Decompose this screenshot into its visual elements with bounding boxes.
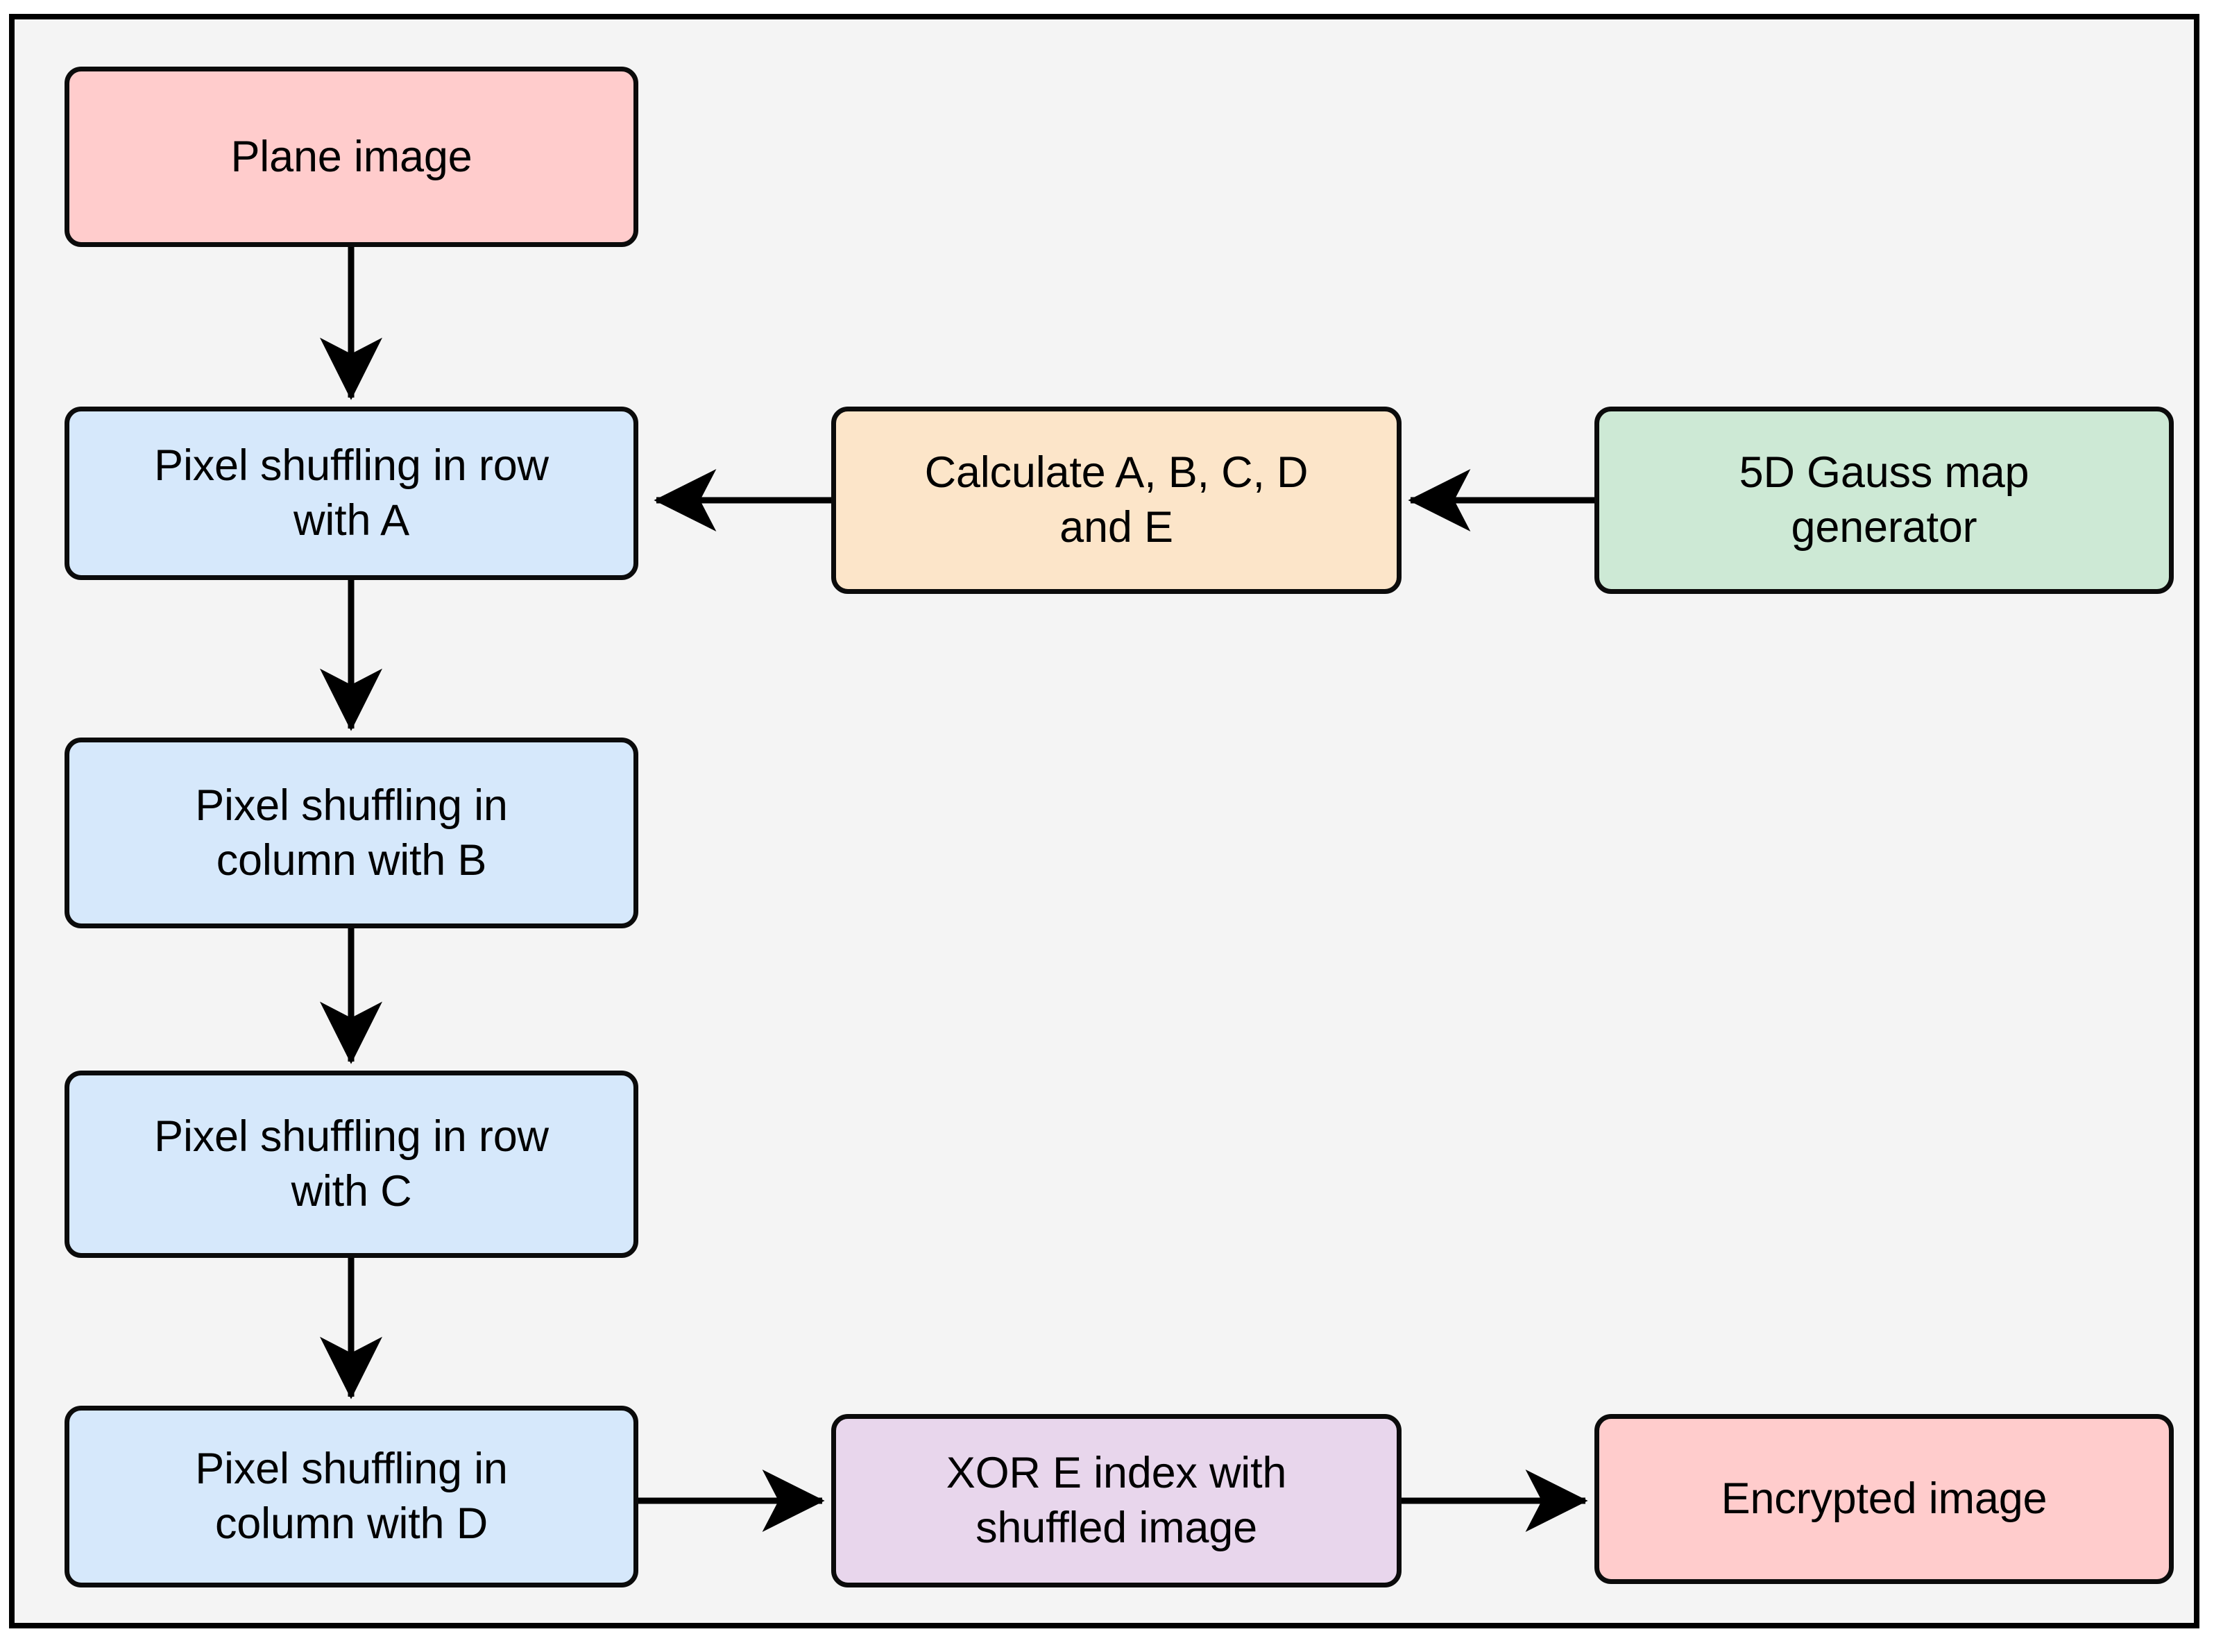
node-pixel-shuffling-column-b[interactable]: Pixel shuffling in column with B (65, 738, 638, 928)
node-gauss-map-generator[interactable]: 5D Gauss map generator (1594, 407, 2174, 594)
node-gauss-map-generator-label: 5D Gauss map generator (1739, 448, 2029, 552)
flowchart-canvas: Plane image Pixel shuffling in row with … (9, 14, 2199, 1628)
node-pixel-shuffling-column-d[interactable]: Pixel shuffling in column with D (65, 1406, 638, 1587)
node-pixel-shuffling-row-a[interactable]: Pixel shuffling in row with A (65, 407, 638, 580)
node-pixel-shuffling-row-c-label: Pixel shuffling in row with C (154, 1112, 549, 1216)
node-plane-image-label: Plane image (230, 132, 472, 181)
node-calculate-abcde-label: Calculate A, B, C, D and E (924, 448, 1309, 552)
node-pixel-shuffling-row-a-label: Pixel shuffling in row with A (154, 441, 549, 545)
node-plane-image[interactable]: Plane image (65, 67, 638, 247)
node-pixel-shuffling-column-d-label: Pixel shuffling in column with D (195, 1445, 508, 1548)
node-encrypted-image-label: Encrypted image (1721, 1474, 2047, 1524)
node-encrypted-image[interactable]: Encrypted image (1594, 1414, 2174, 1584)
node-pixel-shuffling-row-c[interactable]: Pixel shuffling in row with C (65, 1071, 638, 1258)
node-xor-e-index[interactable]: XOR E index with shuffled image (831, 1414, 1402, 1587)
node-xor-e-index-label: XOR E index with shuffled image (946, 1449, 1287, 1552)
node-calculate-abcde[interactable]: Calculate A, B, C, D and E (831, 407, 1402, 594)
node-pixel-shuffling-column-b-label: Pixel shuffling in column with B (195, 781, 508, 885)
